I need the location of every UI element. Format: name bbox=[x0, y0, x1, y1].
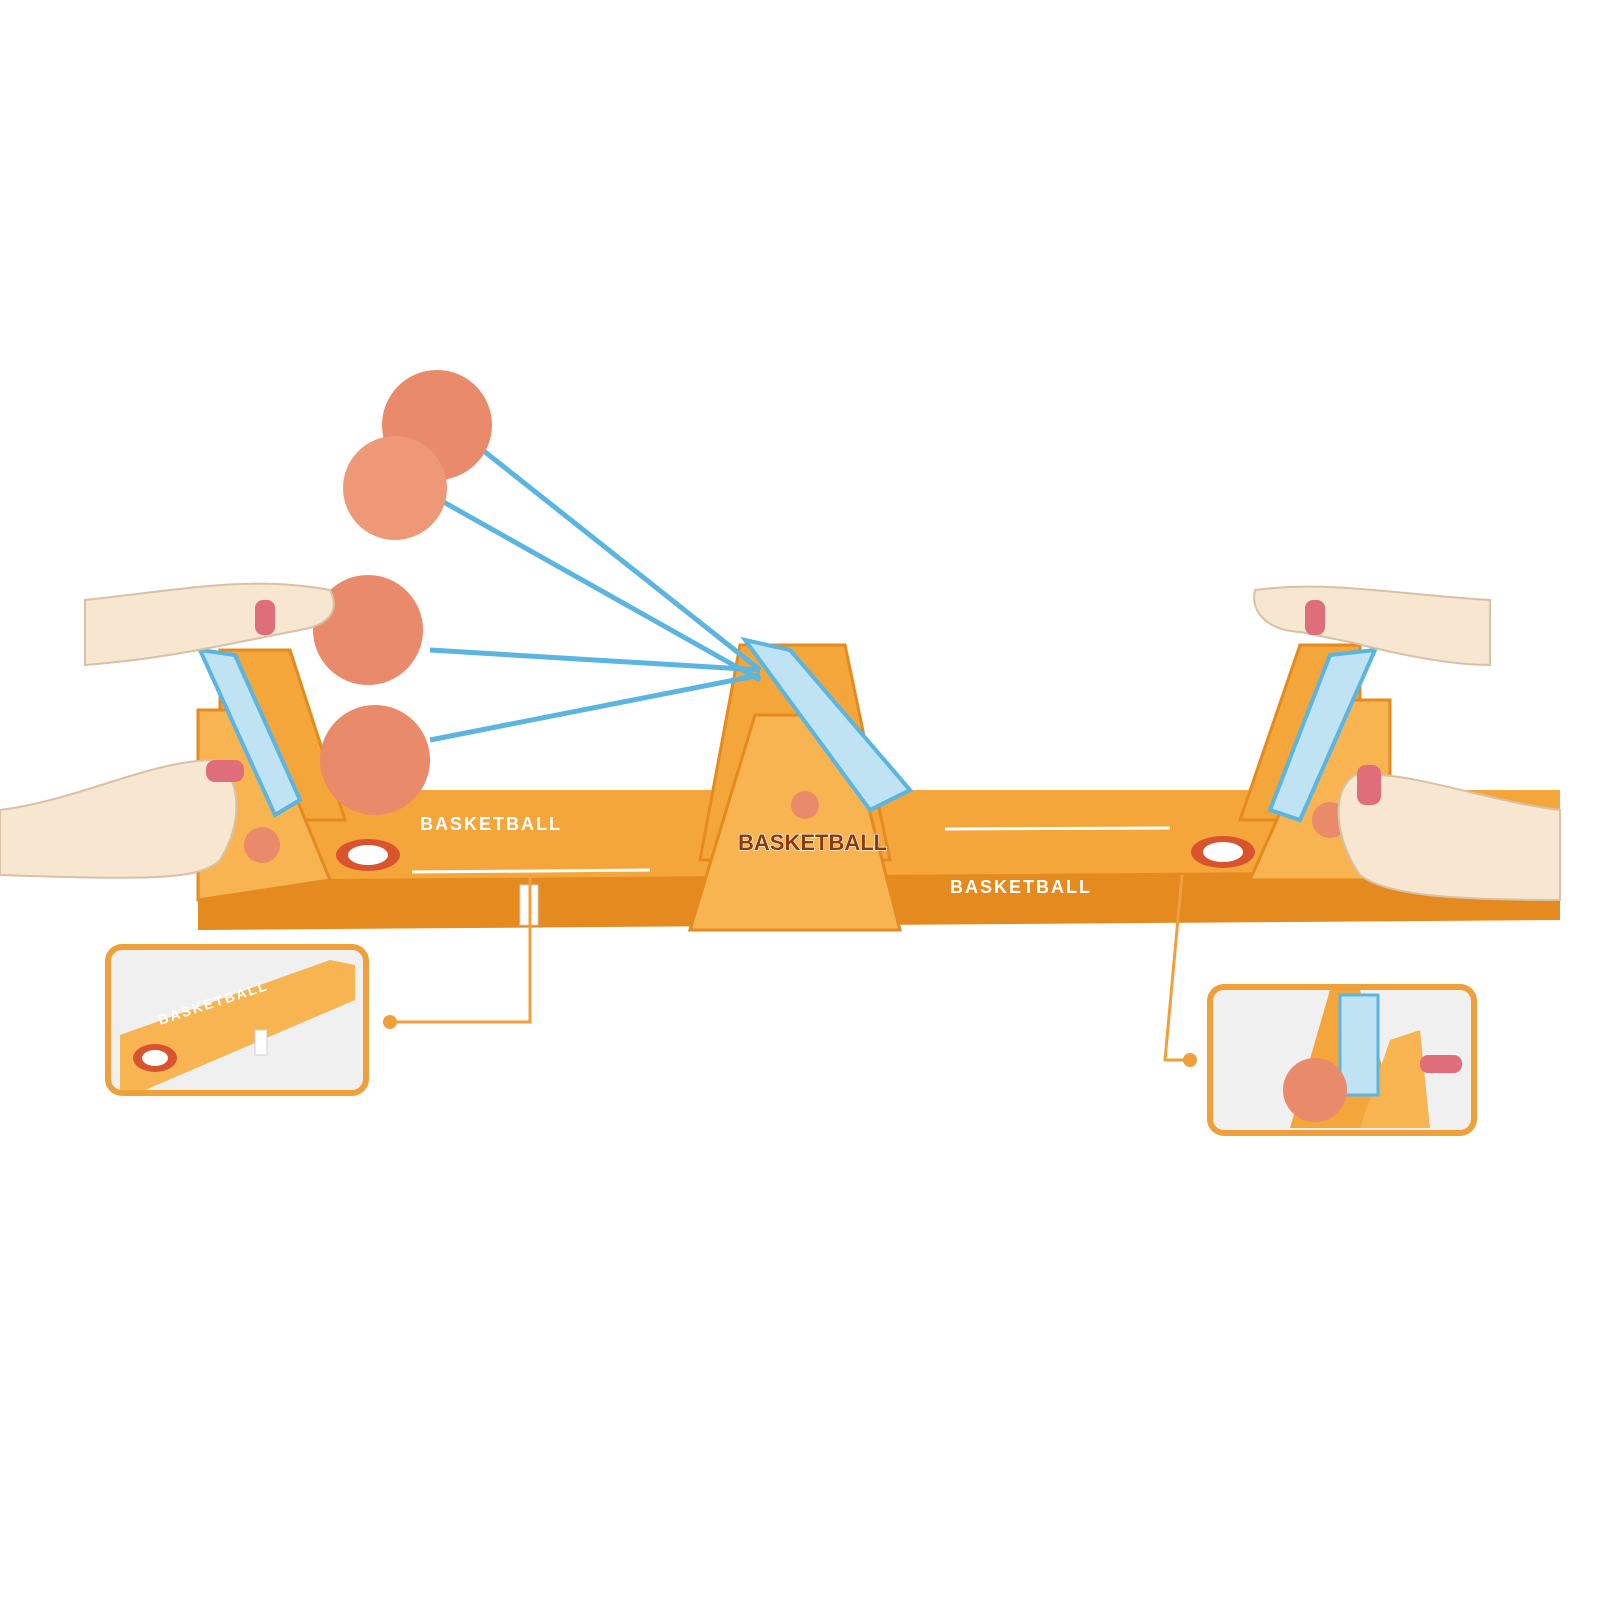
court-left-label: BASKETBALL bbox=[420, 814, 562, 834]
launcher-handle-icon bbox=[1357, 765, 1381, 805]
center-logo: BASKETBALL bbox=[738, 830, 887, 855]
court-right-label: BASKETBALL bbox=[950, 877, 1092, 897]
basketball-icon bbox=[791, 791, 819, 819]
launcher-handle-icon bbox=[255, 600, 275, 635]
basketball-icon bbox=[1283, 1058, 1347, 1122]
right-inset bbox=[1207, 984, 1477, 1136]
ball-trajectory bbox=[313, 370, 762, 815]
basketball-icon bbox=[320, 705, 430, 815]
launcher-handle-icon bbox=[1420, 1055, 1462, 1073]
left-inset: BASKETBALL bbox=[105, 944, 369, 1096]
score-holes bbox=[336, 836, 1255, 871]
launcher-handle-icon bbox=[1305, 600, 1325, 635]
hand-icon bbox=[1337, 773, 1561, 902]
basketball-icon bbox=[343, 436, 447, 540]
basketball-icon bbox=[313, 575, 423, 685]
hand-icon bbox=[0, 758, 238, 879]
center-launcher: BASKETBALL bbox=[687, 636, 914, 932]
basketball-icon bbox=[244, 827, 280, 863]
launcher-handle-icon bbox=[206, 760, 244, 782]
callout-lines bbox=[383, 874, 1197, 1067]
